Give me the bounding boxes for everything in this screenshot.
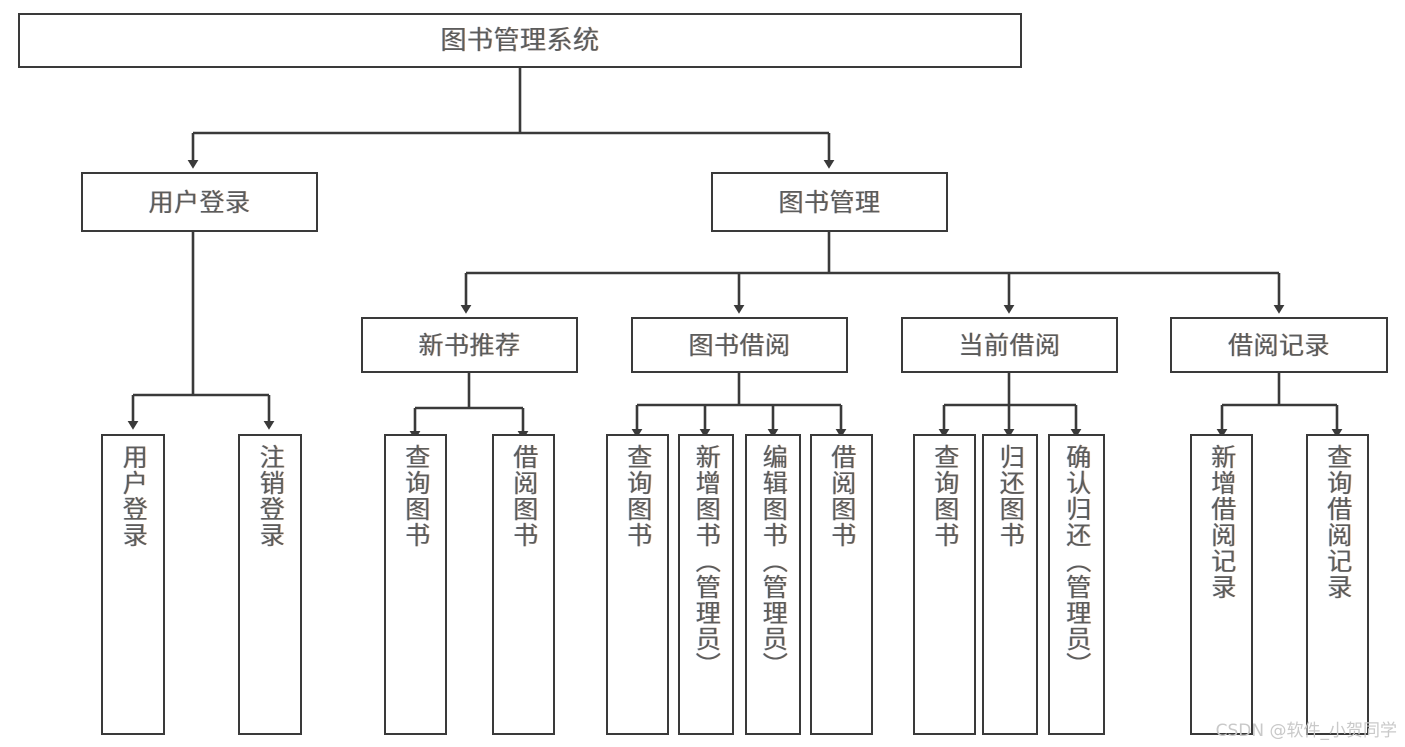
node-label: 当前借阅: [958, 330, 1061, 360]
leaf-query-book-current[interactable]: 查询图书: [913, 434, 976, 735]
leaf-query-book-borrow[interactable]: 查询图书: [606, 434, 669, 735]
node-label: 确认归还（管理员）: [1062, 444, 1092, 678]
leaf-borrow-book[interactable]: 借阅图书: [810, 434, 873, 735]
node-label: 归还图书: [996, 444, 1026, 548]
node-label: 借阅图书: [827, 444, 857, 548]
leaf-edit-book-admin[interactable]: 编辑图书（管理员）: [745, 434, 801, 735]
node-label: 新增图书（管理员）: [692, 444, 722, 678]
node-label: 注销登录: [256, 444, 286, 548]
node-label: 图书管理: [778, 187, 881, 217]
csdn-watermark: CSDN @软件_小贺同学: [1215, 721, 1397, 741]
node-label: 图书管理系统: [440, 25, 600, 56]
leaf-user-login[interactable]: 用户登录: [101, 434, 165, 735]
node-new-book-recommend[interactable]: 新书推荐: [361, 317, 578, 373]
node-borrow-record[interactable]: 借阅记录: [1170, 317, 1388, 373]
node-label: 图书借阅: [688, 330, 791, 360]
leaf-query-borrow-record[interactable]: 查询借阅记录: [1306, 434, 1369, 735]
node-label: 编辑图书（管理员）: [759, 444, 789, 678]
node-label: 用户登录: [119, 444, 149, 548]
node-label: 查询图书: [930, 444, 960, 548]
node-label: 查询图书: [401, 444, 431, 548]
leaf-return-book[interactable]: 归还图书: [982, 434, 1038, 735]
node-user-login[interactable]: 用户登录: [81, 172, 318, 232]
node-book-borrow[interactable]: 图书借阅: [631, 317, 848, 373]
leaf-confirm-return-admin[interactable]: 确认归还（管理员）: [1048, 434, 1105, 735]
node-book-management[interactable]: 图书管理: [711, 172, 948, 232]
leaf-user-logout[interactable]: 注销登录: [238, 434, 302, 735]
node-label: 用户登录: [148, 187, 251, 217]
node-label: 查询图书: [623, 444, 653, 548]
node-label: 新增借阅记录: [1207, 444, 1237, 600]
leaf-add-book-admin[interactable]: 新增图书（管理员）: [678, 434, 734, 735]
leaf-query-book-recommend[interactable]: 查询图书: [384, 434, 447, 735]
node-label: 借阅记录: [1227, 330, 1330, 360]
node-label: 借阅图书: [509, 444, 539, 548]
node-label: 新书推荐: [418, 330, 521, 360]
node-root-system[interactable]: 图书管理系统: [18, 13, 1022, 68]
node-label: 查询借阅记录: [1323, 444, 1353, 600]
leaf-borrow-book-recommend[interactable]: 借阅图书: [492, 434, 555, 735]
leaf-add-borrow-record[interactable]: 新增借阅记录: [1190, 434, 1253, 735]
node-current-borrow[interactable]: 当前借阅: [901, 317, 1118, 373]
